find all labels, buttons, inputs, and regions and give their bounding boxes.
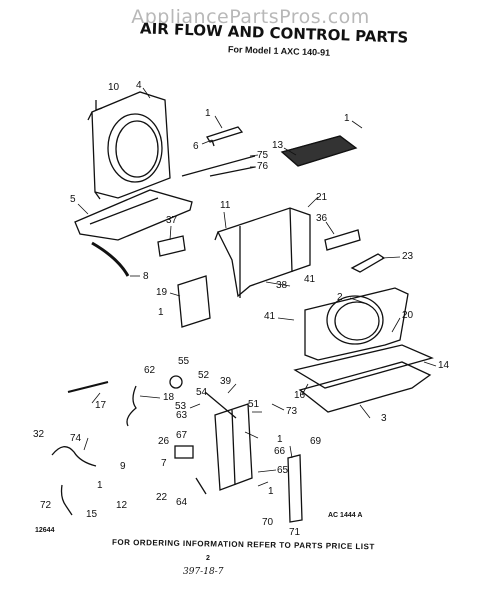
callout-3: 3 xyxy=(381,413,387,424)
callout-1b: 1 xyxy=(344,113,350,124)
leader-lines xyxy=(77,87,437,487)
part-6-bracket xyxy=(206,126,244,147)
part-10-clip xyxy=(95,100,103,111)
callout-1c: 1 xyxy=(158,307,164,318)
callout-1e: 1 xyxy=(97,480,103,491)
callout-21: 21 xyxy=(316,192,328,203)
part-17-bolt xyxy=(67,381,109,393)
callout-51: 51 xyxy=(248,399,260,410)
part-37-bracket xyxy=(157,235,186,257)
callout-19: 19 xyxy=(156,287,168,298)
callout-74: 74 xyxy=(70,433,82,444)
callout-73: 73 xyxy=(286,406,298,417)
callout-10: 10 xyxy=(108,82,120,93)
callout-15: 15 xyxy=(86,509,98,520)
part-55-knob xyxy=(169,375,183,389)
part-26-capacitor xyxy=(174,445,194,459)
callout-14: 14 xyxy=(438,360,450,371)
drawing-code: AC 1444 A xyxy=(328,512,363,519)
part-19-panel xyxy=(177,275,211,328)
callout-1f: 1 xyxy=(268,486,274,497)
part-23-switch xyxy=(350,253,386,273)
callout-8: 8 xyxy=(143,271,149,282)
part-15-harness xyxy=(60,484,73,516)
callout-2: 2 xyxy=(337,292,343,303)
callout-16: 16 xyxy=(294,390,306,401)
part-14-plate xyxy=(293,344,434,389)
callout-70: 70 xyxy=(262,517,274,528)
part-64-pin xyxy=(195,477,207,495)
callout-17: 17 xyxy=(95,400,107,411)
callout-38: 38 xyxy=(276,280,288,291)
part-32-leads xyxy=(51,446,97,467)
callout-12: 12 xyxy=(116,500,128,511)
callout-5: 5 xyxy=(70,194,76,205)
callout-69: 69 xyxy=(310,436,322,447)
callout-9: 9 xyxy=(120,461,126,472)
callout-20: 20 xyxy=(402,310,414,321)
callout-55: 55 xyxy=(178,356,190,367)
part-36-bracket xyxy=(324,229,361,251)
callout-7: 7 xyxy=(161,458,167,469)
callout-1d: 1 xyxy=(277,434,283,445)
callout-67: 67 xyxy=(176,430,188,441)
part-3-base-pan xyxy=(298,361,432,413)
part-51-control-box xyxy=(214,403,253,491)
callout-22: 22 xyxy=(156,492,168,503)
callout-71: 71 xyxy=(289,527,301,538)
callout-41b: 41 xyxy=(264,311,276,322)
part-39-rod xyxy=(204,391,237,419)
callout-4: 4 xyxy=(136,80,142,91)
callout-65: 65 xyxy=(277,465,289,476)
callout-64: 64 xyxy=(176,497,188,508)
callout-36: 36 xyxy=(316,213,328,224)
callout-66: 66 xyxy=(274,446,286,457)
callout-41: 41 xyxy=(304,274,316,285)
callout-72: 72 xyxy=(40,500,52,511)
part-2-fan-shroud xyxy=(304,287,409,361)
callout-23: 23 xyxy=(402,251,414,262)
callout-54: 54 xyxy=(196,387,208,398)
watermark: AppliancePartsPros.com xyxy=(131,6,370,28)
callout-75: 75 xyxy=(257,150,269,161)
callout-6: 6 xyxy=(193,141,199,152)
callout-39: 39 xyxy=(220,376,232,387)
callout-76: 76 xyxy=(257,161,269,172)
callout-18: 18 xyxy=(163,392,175,403)
part-69-bracket xyxy=(287,454,303,523)
callout-1: 1 xyxy=(205,108,211,119)
callout-63: 63 xyxy=(176,410,188,421)
part-8-tube xyxy=(91,241,130,277)
part-5-base-tray xyxy=(74,189,193,241)
callout-11: 11 xyxy=(220,200,231,211)
page-mark: 2 xyxy=(206,555,210,562)
callout-26: 26 xyxy=(158,436,170,447)
callout-37: 37 xyxy=(166,215,178,226)
left-code: 12644 xyxy=(35,527,55,534)
part-76-rod xyxy=(209,166,256,177)
part-75-rod xyxy=(181,155,256,177)
callout-52: 52 xyxy=(198,370,210,381)
callout-53: 53 xyxy=(175,401,187,412)
callout-62: 62 xyxy=(144,365,156,376)
callout-13: 13 xyxy=(272,140,284,151)
part-4-front-shroud xyxy=(87,91,171,200)
part-21-control-housing xyxy=(214,207,311,298)
callout-32: 32 xyxy=(33,429,45,440)
handwritten-note: 397-18-7 xyxy=(183,567,224,577)
part-18-wire xyxy=(126,385,137,427)
part-13-filter xyxy=(280,135,358,167)
